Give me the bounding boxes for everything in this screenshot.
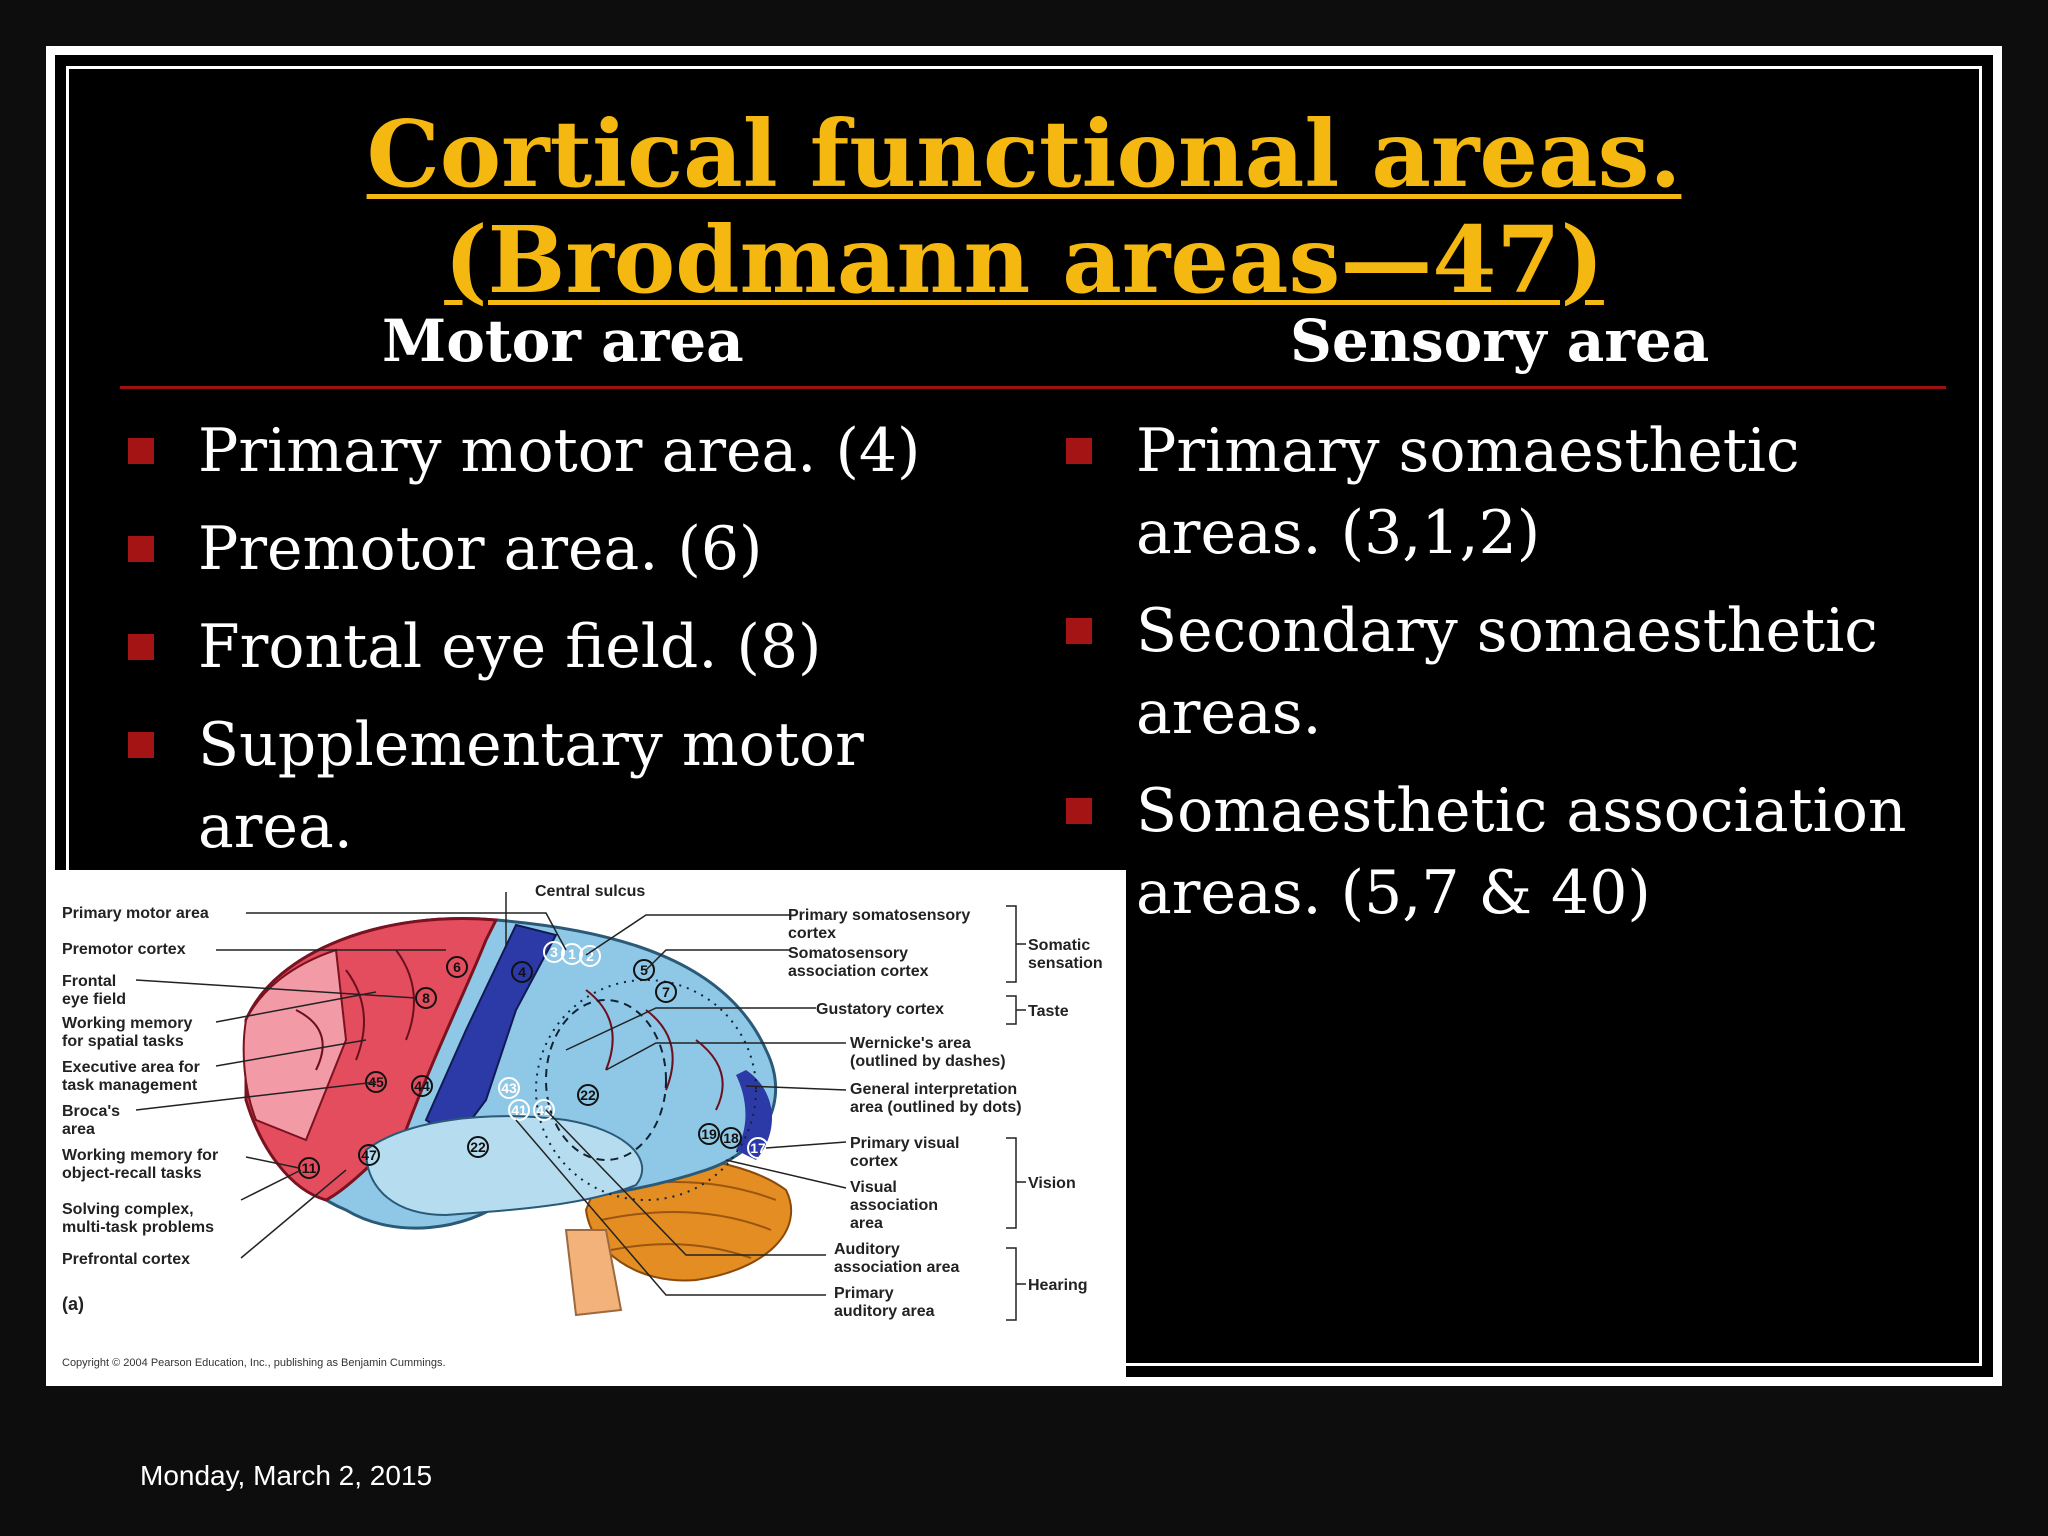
label-working-memory-object: Working memory for <box>62 1147 218 1164</box>
label-primary-motor-area: Primary motor area <box>62 905 209 922</box>
slide-title-line2: (Brodmann areas—47) <box>444 206 1604 314</box>
label-solving-complex: Solving complex, <box>62 1201 194 1218</box>
list-item: Premotor area. (6) <box>122 508 1002 590</box>
area-number-41: 41 <box>511 1102 527 1118</box>
label-outlined-dashes: (outlined by dashes) <box>850 1053 1006 1070</box>
sensory-area-heading: Sensory area <box>1290 307 1710 375</box>
central-sulcus-label: Central sulcus <box>535 883 645 900</box>
motor-area-list: Primary motor area. (4) Premotor area. (… <box>122 410 1002 884</box>
bullet-icon <box>128 634 154 660</box>
area-number-4: 4 <box>518 964 526 980</box>
list-item: Frontal eye field. (8) <box>122 606 1002 688</box>
label-visual-cortex: cortex <box>850 1153 898 1170</box>
slide-date: Monday, March 2, 2015 <box>140 1460 433 1491</box>
label-eye-field: eye field <box>62 991 126 1008</box>
area-number-22: 22 <box>470 1139 486 1155</box>
area-number-18: 18 <box>723 1130 739 1146</box>
area-number-5: 5 <box>640 962 648 978</box>
area-number-42: 42 <box>536 1102 552 1118</box>
area-number-2: 2 <box>586 948 594 964</box>
label-auditory-area: auditory area <box>834 1303 935 1320</box>
bullet-icon <box>128 536 154 562</box>
list-item: Primary somaesthetic areas. (3,1,2) <box>1060 410 1896 574</box>
group-vision: Vision <box>1028 1175 1076 1192</box>
copyright-text: Copyright © 2004 Pearson Education, Inc.… <box>62 1357 446 1369</box>
group-somatic: Somatic <box>1028 937 1090 954</box>
label-cortex: cortex <box>788 925 836 942</box>
label-prefrontal-cortex: Prefrontal cortex <box>62 1251 190 1268</box>
heading-divider <box>120 386 1946 389</box>
brain-diagram-figure: 6 4 8 3 1 2 5 7 45 44 43 41 42 22 22 47 … <box>46 870 1126 1386</box>
label-wernickes-area: Wernicke's area <box>850 1035 971 1052</box>
area-number-8: 8 <box>422 990 430 1006</box>
label-auditory-association-area: association area <box>834 1259 960 1276</box>
area-number-43: 43 <box>501 1080 517 1096</box>
area-number-22: 22 <box>580 1087 596 1103</box>
bullet-icon <box>1066 798 1092 824</box>
label-general-interpretation: General interpretation <box>850 1081 1017 1098</box>
label-task-management: task management <box>62 1077 198 1094</box>
label-primary-visual: Primary visual <box>850 1135 959 1152</box>
area-number-7: 7 <box>662 984 670 1000</box>
motor-area-heading: Motor area <box>382 307 744 375</box>
label-somatosensory: Somatosensory <box>788 945 908 962</box>
area-number-17: 17 <box>750 1140 766 1156</box>
list-item: Secondary somaesthetic areas. <box>1060 590 1896 754</box>
label-association: association <box>850 1197 938 1214</box>
label-premotor-cortex: Premotor cortex <box>62 941 186 958</box>
label-brocas: Broca's <box>62 1103 120 1120</box>
label-multi-task: multi-task problems <box>62 1219 214 1236</box>
area-number-11: 11 <box>302 1160 317 1176</box>
list-item: Primary motor area. (4) <box>122 410 1002 492</box>
label-frontal: Frontal <box>62 973 116 990</box>
bullet-icon <box>1066 438 1092 464</box>
label-association-cortex: association cortex <box>788 963 929 980</box>
label-visual-area: area <box>850 1215 883 1232</box>
label-working-memory: Working memory <box>62 1015 193 1032</box>
slide-title-line1: Cortical functional areas. <box>366 100 1682 208</box>
brain-diagram: 6 4 8 3 1 2 5 7 45 44 43 41 42 22 22 47 … <box>62 883 1103 1369</box>
group-taste: Taste <box>1028 1003 1069 1020</box>
area-number-47: 47 <box>361 1147 377 1163</box>
label-visual: Visual <box>850 1179 897 1196</box>
panel-label: (a) <box>62 1294 84 1314</box>
label-spatial-tasks: for spatial tasks <box>62 1033 184 1050</box>
area-number-44: 44 <box>414 1078 430 1094</box>
label-object-recall: object-recall tasks <box>62 1165 202 1182</box>
list-item: Somaesthetic association areas. (5,7 & 4… <box>1060 770 1956 934</box>
list-item: Supplementary motor area. <box>122 704 898 868</box>
label-primary-auditory: Primary <box>834 1285 894 1302</box>
area-number-1: 1 <box>568 946 576 962</box>
label-auditory: Auditory <box>834 1241 900 1258</box>
group-hearing: Hearing <box>1028 1277 1088 1294</box>
label-area: area <box>62 1121 95 1138</box>
area-number-19: 19 <box>701 1126 717 1142</box>
area-number-6: 6 <box>453 959 461 975</box>
area-number-3: 3 <box>550 944 558 960</box>
area-number-45: 45 <box>368 1074 384 1090</box>
label-outlined-dots: area (outlined by dots) <box>850 1099 1022 1116</box>
label-gustatory-cortex: Gustatory cortex <box>816 1001 944 1018</box>
label-executive-area: Executive area for <box>62 1059 200 1076</box>
bullet-icon <box>128 732 154 758</box>
group-sensation: sensation <box>1028 955 1103 972</box>
label-primary-somatosensory: Primary somatosensory <box>788 907 970 924</box>
bullet-icon <box>1066 618 1092 644</box>
sensory-area-list: Primary somaesthetic areas. (3,1,2) Seco… <box>1060 410 1960 950</box>
bullet-icon <box>128 438 154 464</box>
